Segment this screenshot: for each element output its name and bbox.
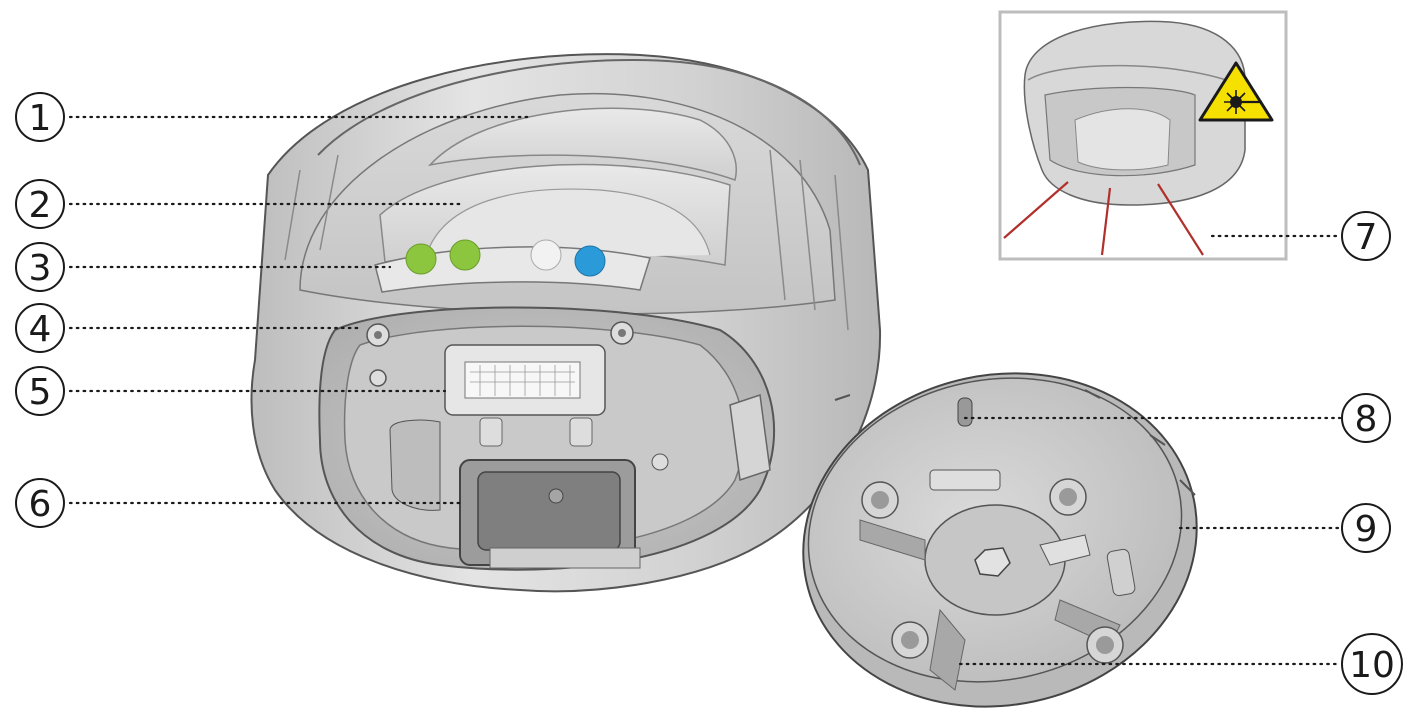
callout-1: 1 [15,92,65,142]
laser-beam-1 [1003,181,1069,239]
callout-1-label: 1 [29,98,52,139]
callout-9-label: 9 [1355,509,1378,550]
led-green-2 [449,239,481,271]
callout-10-label: 10 [1349,645,1395,686]
callout-6-label: 6 [29,484,52,525]
callout-8-label: 8 [1355,399,1378,440]
upper-lens-window [427,107,737,181]
laser-beam-2 [1100,187,1112,256]
led-white [530,239,562,271]
connector-block [444,344,606,447]
latch-slot [957,397,973,427]
led-blue [574,245,606,277]
callout-5-label: 5 [29,372,52,413]
callout-3-label: 3 [29,248,52,289]
callout-5: 5 [15,366,65,416]
callout-6: 6 [15,478,65,528]
sensor-main-body [250,53,882,593]
callout-2-label: 2 [29,185,52,226]
laser-inset [998,10,1288,261]
led-green-1 [405,243,437,275]
laser-beam-3 [1157,183,1204,256]
callout-4: 4 [15,303,65,353]
callout-2: 2 [15,179,65,229]
leader-lines [68,115,1342,666]
callout-4-label: 4 [29,309,52,350]
callout-8: 8 [1341,393,1391,443]
callout-7-label: 7 [1355,217,1378,258]
mounting-base-plate [802,372,1198,708]
base-screw-holes [861,478,1124,664]
callout-3: 3 [15,242,65,292]
battery-module [389,419,669,569]
callout-7: 7 [1341,211,1391,261]
callout-9: 9 [1341,503,1391,553]
callout-10: 10 [1341,633,1403,695]
laser-warning-icon [1198,61,1274,122]
mount-screws [366,321,634,387]
